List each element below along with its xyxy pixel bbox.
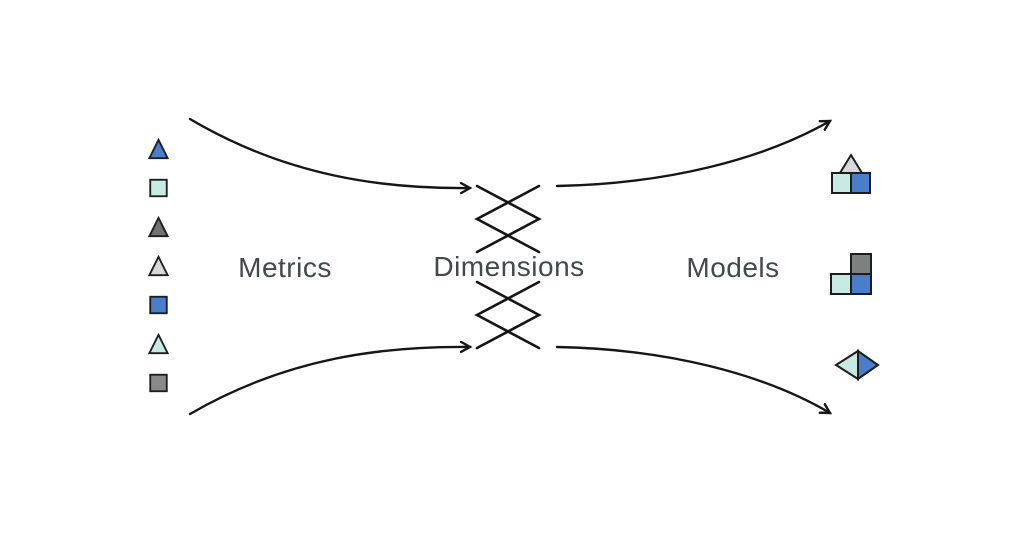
- blue-square-icon: [149, 295, 168, 315]
- light-gray-triangle: [147, 255, 170, 277]
- crossover-bottom-chevron-left: [474, 280, 541, 350]
- flow-arrow-bottom-left: [188, 347, 470, 416]
- split-diamond-model-icon: [834, 349, 880, 381]
- dark-gray-triangle: [147, 216, 170, 238]
- light-gray-triangle-icon: [147, 255, 170, 277]
- cyan-square-icon: [149, 178, 168, 198]
- house-right-square: [850, 172, 871, 194]
- cyan-square: [149, 178, 168, 198]
- crossover-top-chevron-right: [475, 184, 542, 254]
- house-model-icon: [831, 153, 871, 194]
- block-stack-model-icon: [830, 253, 872, 295]
- stack-right-blue-square: [850, 273, 872, 295]
- house-left-square: [831, 172, 852, 194]
- crossover-top-chevron-left: [474, 184, 541, 254]
- flow-arrow-top-left: [188, 117, 470, 188]
- gray-square-icon: [149, 373, 168, 393]
- blue-triangle: [147, 138, 170, 160]
- metrics-shape-column: [147, 138, 170, 394]
- house-roof-triangle: [838, 153, 864, 174]
- crossover-top-icon: [474, 184, 542, 254]
- gray-square: [149, 373, 168, 393]
- diamond-left-half: [834, 349, 859, 381]
- flow-arrow-top-right: [555, 121, 830, 188]
- diamond-right-half: [857, 349, 880, 381]
- cyan-triangle: [147, 333, 170, 355]
- blue-triangle-icon: [147, 138, 170, 160]
- stack-top-gray-square: [850, 253, 872, 275]
- flow-arrows: [188, 117, 830, 416]
- stack-left-cyan-square: [830, 273, 852, 295]
- dimensions-label: Dimensions: [433, 251, 585, 282]
- crossover-bottom-chevron-right: [475, 280, 542, 350]
- cyan-triangle-icon: [147, 333, 170, 355]
- crossover-bottom-icon: [474, 280, 542, 350]
- dark-gray-triangle-icon: [147, 216, 170, 238]
- metrics-label: Metrics: [238, 252, 332, 283]
- flow-arrow-bottom-right: [555, 345, 830, 413]
- blue-square: [149, 295, 168, 315]
- models-label: Models: [686, 252, 780, 283]
